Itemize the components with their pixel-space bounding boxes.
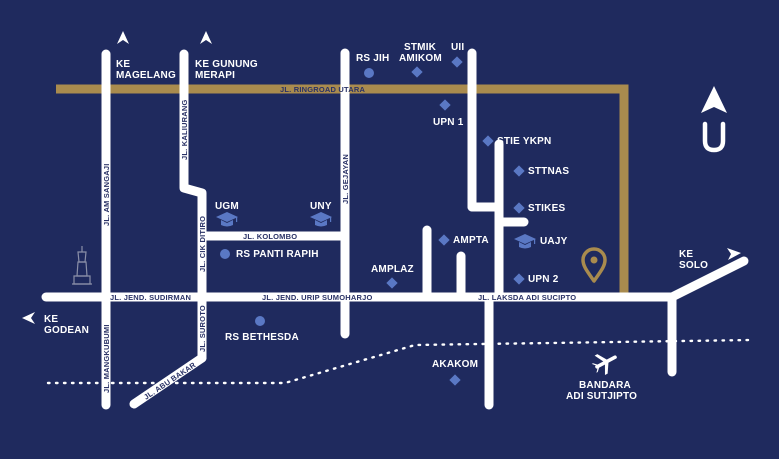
circle-marker-icon bbox=[220, 249, 230, 259]
label-ke-gunung-merapi-2: MERAPI bbox=[195, 70, 235, 81]
label-ke-magelang-1: KE bbox=[116, 59, 130, 70]
circle-marker-icon bbox=[255, 316, 265, 326]
label-uajy: UAJY bbox=[540, 236, 568, 247]
circle-marker-icon bbox=[364, 68, 374, 78]
tugu-monument-icon bbox=[72, 246, 92, 285]
diamond-marker-icon-amplaz bbox=[386, 277, 398, 289]
location-pin-icon[interactable] bbox=[581, 247, 607, 283]
road-label-suroto: JL. SUROTO bbox=[198, 305, 207, 352]
road-label-ringroad: JL. RINGROAD UTARA bbox=[280, 85, 366, 94]
rs-jih-marker bbox=[364, 68, 374, 78]
road-label-kolombo: JL. KOLOMBO bbox=[243, 232, 297, 241]
rs-panti-rapih-marker bbox=[220, 249, 230, 259]
north-arrow-merapi-icon bbox=[200, 31, 212, 44]
diamond-marker-icon-sttnas bbox=[513, 165, 525, 177]
ringroad-utara bbox=[56, 84, 629, 296]
road-label-am-sangaji: JL. AM SANGAJI bbox=[102, 163, 111, 226]
label-ke-solo-2: SOLO bbox=[679, 260, 708, 271]
direction-magelang: KE MAGELANG bbox=[116, 31, 176, 81]
road-label-cik-ditiro: JL. CIK DITIRO bbox=[198, 216, 207, 272]
label-amplaz: AMPLAZ bbox=[371, 264, 414, 275]
label-rs-panti-rapih: RS PANTI RAPIH bbox=[236, 249, 319, 260]
label-uii: UII bbox=[451, 42, 464, 53]
direction-solo: KE SOLO bbox=[679, 248, 741, 271]
road-label-gejayan: JL. GEJAYAN bbox=[341, 154, 350, 204]
label-upn2: UPN 2 bbox=[528, 274, 559, 285]
label-stie-ykpn: STIE YKPN bbox=[497, 136, 551, 147]
road-network bbox=[41, 48, 749, 410]
diamond-marker-icon-akakom bbox=[449, 374, 461, 386]
rs-bethesda-marker bbox=[255, 316, 265, 326]
label-ke-magelang-2: MAGELANG bbox=[116, 70, 176, 81]
north-arrow-magelang-icon bbox=[117, 31, 129, 44]
label-upn1: UPN 1 bbox=[433, 117, 464, 128]
label-rs-bethesda: RS BETHESDA bbox=[225, 332, 299, 343]
label-rs-jih: RS JIH bbox=[356, 53, 389, 64]
graduation-cap-icon-ugm bbox=[216, 212, 238, 227]
north-arrow-icon bbox=[701, 86, 727, 153]
road-label-mangkubumi: JL. MANGKUBUMI bbox=[102, 324, 111, 393]
label-ugm: UGM bbox=[215, 201, 239, 212]
diamond-marker-icon-stikes bbox=[513, 202, 525, 214]
diamond-marker-icon-ampta bbox=[438, 234, 450, 246]
graduation-cap-icon-uajy bbox=[514, 234, 536, 249]
label-ke-gunung-merapi-1: KE GUNUNG bbox=[195, 59, 258, 70]
railway-line bbox=[46, 338, 752, 385]
diamond-marker-icon-upn2 bbox=[513, 273, 525, 285]
label-uny: UNY bbox=[310, 201, 332, 212]
road-to-solo bbox=[667, 256, 749, 302]
label-amikom: AMIKOM bbox=[399, 53, 442, 64]
west-arrow-godean-icon bbox=[22, 312, 35, 324]
diamond-marker-icon-stie bbox=[482, 135, 494, 147]
label-ke-godean-2: GODEAN bbox=[44, 325, 89, 336]
road-kaliurang-cik-ditiro-suroto bbox=[179, 49, 207, 363]
label-stikes: STIKES bbox=[528, 203, 565, 214]
road-label-kaliurang: JL. KALIURANG bbox=[180, 99, 189, 160]
airplane-icon bbox=[591, 354, 617, 375]
graduation-cap-icon-uny bbox=[310, 212, 332, 227]
label-ke-solo-1: KE bbox=[679, 249, 693, 260]
direction-gunung-merapi: KE GUNUNG MERAPI bbox=[195, 31, 258, 81]
east-arrow-solo-icon bbox=[727, 248, 741, 260]
label-ke-godean-1: KE bbox=[44, 314, 58, 325]
road-label-sudirman: JL. JEND. SUDIRMAN bbox=[110, 293, 191, 302]
label-bandara: BANDARA bbox=[579, 380, 631, 391]
road-label-adisucipto: JL. LAKSDA ADI SUCIPTO bbox=[478, 293, 576, 302]
direction-godean: KE GODEAN bbox=[22, 312, 89, 336]
label-adi-sutjipto: ADI SUTJIPTO bbox=[566, 391, 637, 402]
label-stmik: STMIK bbox=[404, 42, 437, 53]
label-akakom: AKAKOM bbox=[432, 359, 478, 370]
label-ampta: AMPTA bbox=[453, 235, 489, 246]
label-sttnas: STTNAS bbox=[528, 166, 569, 177]
road-label-urip: JL. JEND. URIP SUMOHARJO bbox=[262, 293, 373, 302]
road-abu-bakar bbox=[129, 353, 207, 409]
